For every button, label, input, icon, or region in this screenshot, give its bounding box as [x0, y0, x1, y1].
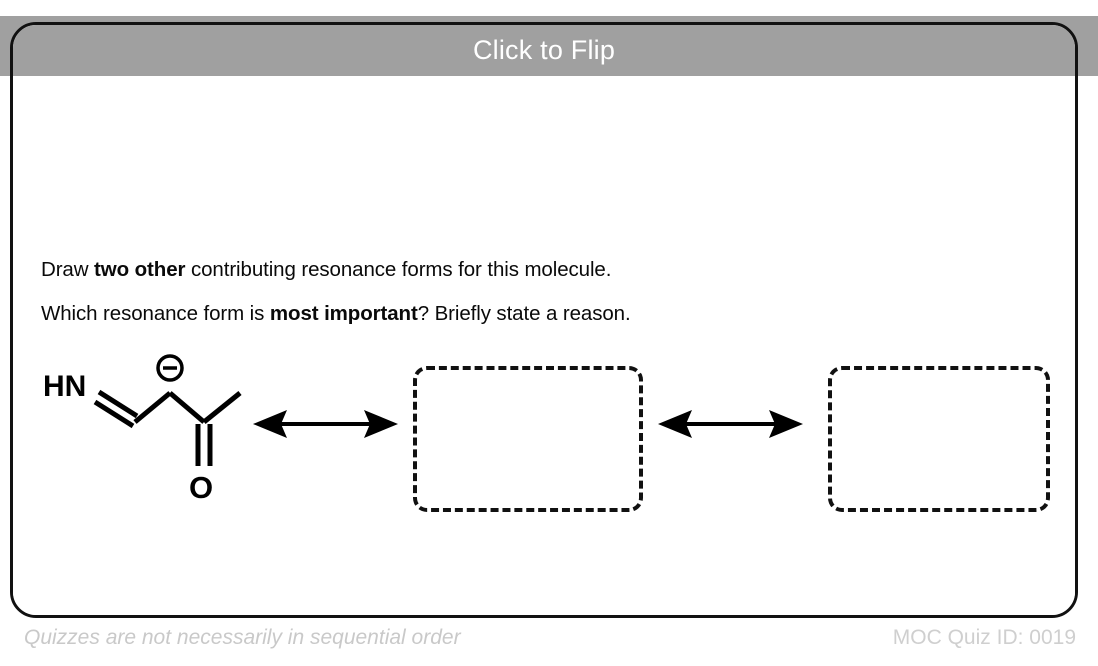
arrow-head-left: [658, 410, 692, 438]
resonance-arrow-1-svg: [253, 410, 398, 438]
imine-double-bond-line-2: [93, 399, 135, 429]
arrow-head-right: [769, 410, 803, 438]
resonance-forms-row: HN O: [13, 348, 1075, 528]
footer-quiz-id-label: MOC Quiz ID: 0019: [892, 626, 1076, 649]
imine-double-bond-line-1: [97, 389, 139, 419]
question-line-1-bold: two other: [94, 258, 186, 281]
carbonyl-oxygen-label: O: [189, 470, 213, 505]
answer-box-1[interactable]: [413, 366, 643, 512]
question-line-1: Draw two other contributing resonance fo…: [41, 258, 611, 282]
card-body: Draw two other contributing resonance fo…: [13, 76, 1075, 615]
question-line-2: Which resonance form is most important? …: [41, 302, 631, 326]
resonance-arrow-1: [253, 404, 398, 444]
question-line-2-prefix: Which resonance form is: [41, 302, 270, 325]
question-line-1-prefix: Draw: [41, 258, 95, 281]
question-line-2-suffix: ? Briefly state a reason.: [417, 302, 631, 325]
card-header-flip-bar[interactable]: Click to Flip: [13, 25, 1075, 76]
molecule-svg: HN O: [43, 354, 242, 505]
molecule-structure-diagram: HN O: [41, 348, 251, 518]
question-line-1-suffix: contributing resonance forms for this mo…: [185, 258, 612, 281]
resonance-arrow-2-svg: [658, 410, 803, 438]
flashcard[interactable]: Click to Flip Draw two other contributin…: [10, 22, 1078, 618]
question-line-2-bold: most important: [269, 302, 418, 325]
negative-charge-circle: [156, 354, 184, 382]
flip-instruction-label: Click to Flip: [472, 35, 616, 65]
bond-carbonyl-to-methyl: [202, 391, 242, 424]
answer-box-2[interactable]: [828, 366, 1050, 512]
imine-nitrogen-label: HN: [43, 370, 86, 403]
arrow-head-left: [253, 410, 287, 438]
bond-ch2-to-carbanion: [133, 391, 172, 424]
resonance-arrow-2: [658, 404, 803, 444]
footer: Quizzes are not necessarily in sequentia…: [0, 622, 1098, 666]
bond-carbanion-to-carbonyl: [168, 391, 206, 424]
footer-note-label: Quizzes are not necessarily in sequentia…: [24, 626, 461, 649]
arrow-head-right: [364, 410, 398, 438]
